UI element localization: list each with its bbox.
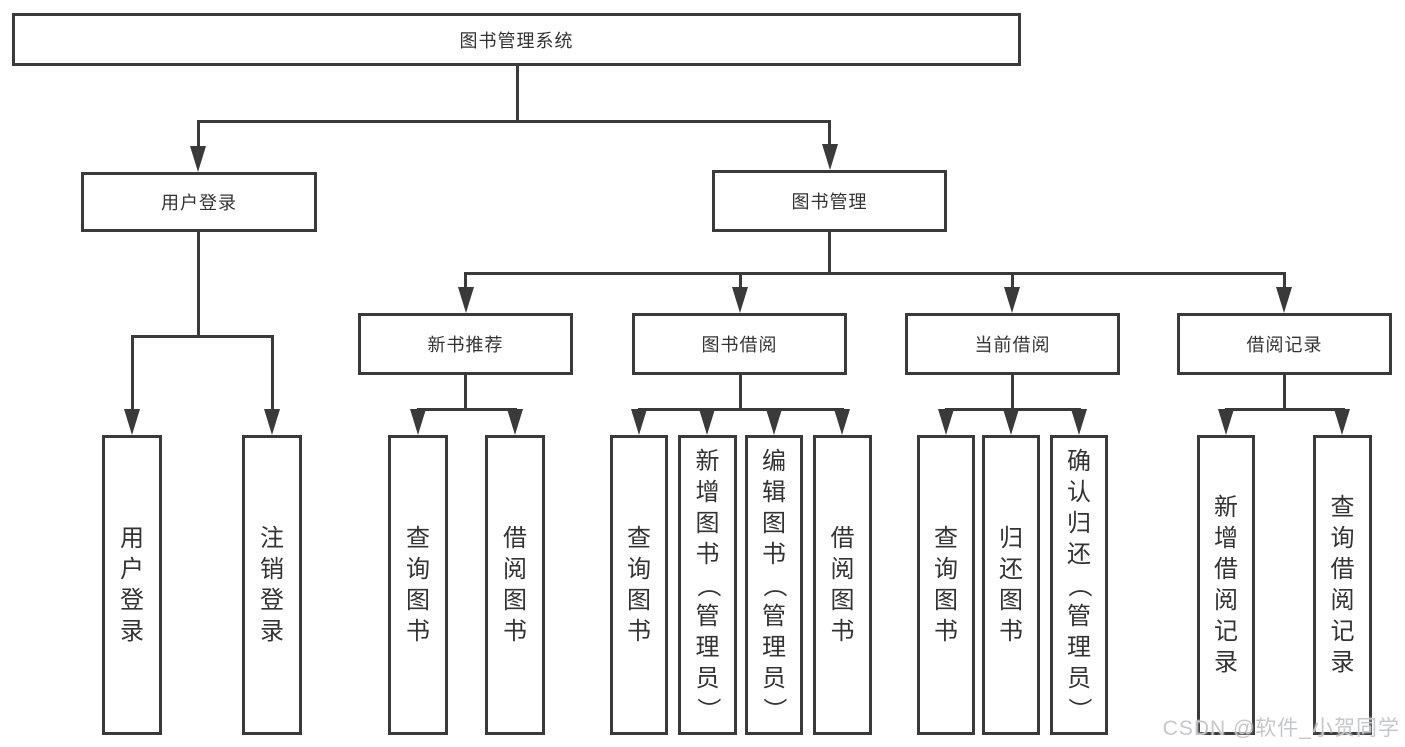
leaf-logout-label: 注销登录 <box>260 525 284 645</box>
node-library-system: 图书管理系统 <box>12 13 1021 66</box>
csdn-watermark: CSDN @软件_小贺同学 <box>1162 717 1400 740</box>
leaf-add-borrow-record-label: 新增借阅记录 <box>1214 494 1238 676</box>
arrow-down-icon <box>1218 409 1234 435</box>
arrow-down-icon <box>1276 287 1292 313</box>
connector-line <box>131 335 273 338</box>
connector-line <box>828 232 831 272</box>
arrow-down-icon <box>410 409 426 435</box>
connector-line <box>464 375 467 408</box>
leaf-query-books-borrow-label: 查询图书 <box>627 525 651 645</box>
node-current-borrow: 当前借阅 <box>905 313 1120 375</box>
arrow-down-icon <box>124 409 140 435</box>
node-book-borrow-label: 图书借阅 <box>701 335 778 355</box>
arrow-down-icon <box>264 409 280 435</box>
leaf-confirm-return-admin: 确认归还（管理员） <box>1050 435 1108 735</box>
node-borrow-records: 借阅记录 <box>1177 313 1392 375</box>
arrow-down-icon <box>732 287 748 313</box>
connector-line <box>464 272 467 289</box>
node-new-book-recommend: 新书推荐 <box>358 313 573 375</box>
connector-line <box>197 120 200 150</box>
leaf-add-borrow-record: 新增借阅记录 <box>1197 435 1255 735</box>
node-new-book-recommend-label: 新书推荐 <box>427 335 504 355</box>
node-user-login-label: 用户登录 <box>161 193 237 213</box>
connector-line <box>739 272 742 289</box>
arrow-down-icon <box>631 409 647 435</box>
leaf-borrow-books-borrow-label: 借阅图书 <box>830 525 855 645</box>
arrow-down-icon <box>1003 409 1019 435</box>
arrow-down-icon <box>834 409 850 435</box>
leaf-borrow-books-borrow: 借阅图书 <box>813 435 872 735</box>
arrow-down-icon <box>766 409 782 435</box>
connector-line <box>1283 375 1286 408</box>
arrow-down-icon <box>458 287 474 313</box>
node-current-borrow-label: 当前借阅 <box>974 335 1051 355</box>
leaf-edit-book-admin: 编辑图书（管理员） <box>745 435 803 735</box>
arrow-down-icon <box>190 146 206 172</box>
leaf-query-books-current-label: 查询图书 <box>934 525 958 645</box>
leaf-return-book: 归还图书 <box>982 435 1040 735</box>
connector-line <box>131 335 134 411</box>
connector-line <box>417 408 517 411</box>
node-book-management: 图书管理 <box>712 170 947 232</box>
leaf-edit-book-admin-label: 编辑图书（管理员） <box>760 447 788 722</box>
node-user-login: 用户登录 <box>81 172 317 232</box>
leaf-borrow-books-recommend-label: 借阅图书 <box>503 525 527 645</box>
leaf-query-books-current: 查询图书 <box>917 435 975 735</box>
connector-line <box>197 120 831 123</box>
node-book-management-label: 图书管理 <box>791 192 868 212</box>
arrow-down-icon <box>1004 287 1020 313</box>
connector-line <box>638 408 844 411</box>
node-book-borrow: 图书借阅 <box>632 313 847 375</box>
leaf-query-books-recommend-label: 查询图书 <box>406 525 430 645</box>
leaf-logout: 注销登录 <box>242 435 302 735</box>
connector-line <box>516 64 519 120</box>
leaf-user-login-label: 用户登录 <box>120 525 144 645</box>
connector-line <box>828 120 831 148</box>
leaf-confirm-return-admin-label: 确认归还（管理员） <box>1065 447 1093 722</box>
arrow-down-icon <box>507 409 523 435</box>
connector-line <box>465 272 1286 275</box>
leaf-add-book-admin-label: 新增图书（管理员） <box>694 447 721 722</box>
arrow-down-icon <box>1334 409 1350 435</box>
connector-line <box>739 375 742 408</box>
leaf-query-borrow-record-label: 查询借阅记录 <box>1330 494 1355 676</box>
arrow-down-icon <box>938 409 954 435</box>
leaf-borrow-books-recommend: 借阅图书 <box>485 435 545 735</box>
connector-line <box>1283 272 1286 289</box>
node-borrow-records-label: 借阅记录 <box>1246 335 1323 355</box>
arrow-down-icon <box>822 144 838 170</box>
leaf-add-book-admin: 新增图书（管理员） <box>678 435 737 735</box>
leaf-query-books-recommend: 查询图书 <box>388 435 448 735</box>
leaf-query-borrow-record: 查询借阅记录 <box>1313 435 1372 735</box>
node-library-system-label: 图书管理系统 <box>459 30 574 51</box>
arrow-down-icon <box>699 409 715 435</box>
connector-line <box>1011 272 1014 289</box>
leaf-user-login: 用户登录 <box>102 435 162 735</box>
connector-line <box>1011 375 1014 408</box>
connector-line <box>1225 408 1345 411</box>
leaf-return-book-label: 归还图书 <box>999 525 1023 645</box>
leaf-query-books-borrow: 查询图书 <box>610 435 668 735</box>
connector-line <box>271 335 274 411</box>
connector-line <box>197 232 200 335</box>
arrow-down-icon <box>1071 409 1087 435</box>
